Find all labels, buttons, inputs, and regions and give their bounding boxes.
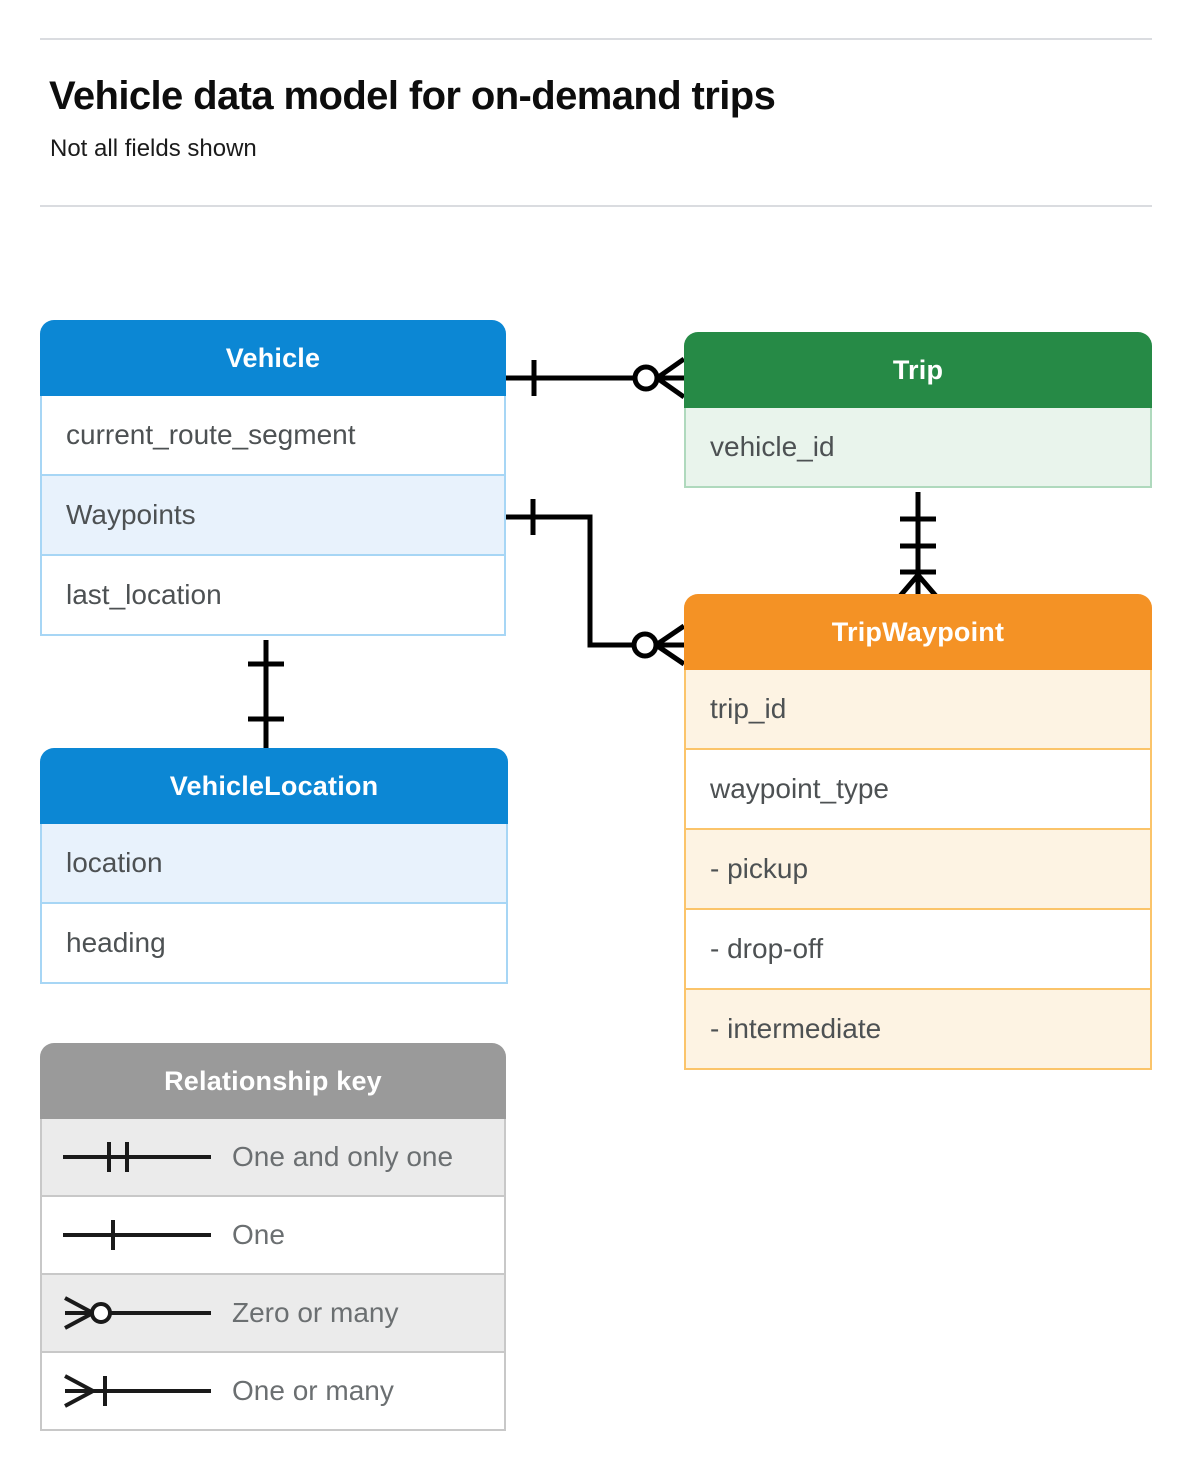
crow-vehicle-trip-up [655, 356, 686, 381]
entity-tripwaypoint-value-pickup[interactable]: - pickup [684, 830, 1152, 910]
line-waypoints-tripwaypoint [506, 514, 634, 648]
entity-vehiclelocation-title: VehicleLocation [40, 748, 508, 824]
crow-waypoints-down [654, 642, 686, 667]
entity-tripwaypoint-value-intermediate[interactable]: - intermediate [684, 990, 1152, 1070]
legend-item-one: One [40, 1197, 506, 1275]
legend-item-one-and-only-one: One and only one [40, 1119, 506, 1197]
legend-label-one: One [232, 1219, 285, 1250]
zero-or-many-icon [42, 1274, 232, 1352]
crow-vehicle-trip-down [655, 375, 686, 400]
legend-label-one-and-only-one: One and only one [232, 1141, 454, 1172]
relationship-key-legend: Relationship key One and only one [40, 1043, 506, 1431]
circle-vehicle-trip-zero [632, 364, 660, 392]
crow-tripwaypoint-right [916, 573, 938, 598]
entity-tripwaypoint-field-trip-id[interactable]: trip_id [684, 670, 1152, 750]
legend-item-one-or-many: One or many [40, 1353, 506, 1431]
one-or-many-icon [42, 1352, 232, 1430]
one-icon [42, 1196, 232, 1274]
legend-label-one-or-many: One or many [232, 1375, 394, 1406]
entity-tripwaypoint[interactable]: TripWaypoint trip_id waypoint_type - pic… [684, 594, 1152, 1070]
relationship-key-title: Relationship key [40, 1043, 506, 1119]
entity-vehicle-field-last-location[interactable]: last_location [40, 556, 506, 636]
entity-vehiclelocation[interactable]: VehicleLocation location heading [40, 748, 508, 984]
page-subtitle: Not all fields shown [50, 135, 257, 162]
legend-item-zero-or-many: Zero or many [40, 1275, 506, 1353]
header-divider-top [40, 38, 1152, 40]
entity-trip-title: Trip [684, 332, 1152, 408]
entity-vehicle-field-waypoints[interactable]: Waypoints [40, 476, 506, 556]
crow-tripwaypoint-left [898, 573, 920, 598]
entity-vehicle-title: Vehicle [40, 320, 506, 396]
entity-tripwaypoint-value-drop-off[interactable]: - drop-off [684, 910, 1152, 990]
entity-vehiclelocation-field-location[interactable]: location [40, 824, 508, 904]
entity-tripwaypoint-field-waypoint-type[interactable]: waypoint_type [684, 750, 1152, 830]
header-divider-bottom [40, 205, 1152, 207]
entity-vehicle-field-current-route-segment[interactable]: current_route_segment [40, 396, 506, 476]
one-and-only-one-icon [42, 1118, 232, 1196]
entity-tripwaypoint-title: TripWaypoint [684, 594, 1152, 670]
entity-vehiclelocation-field-heading[interactable]: heading [40, 904, 508, 984]
legend-label-zero-or-many: Zero or many [232, 1297, 399, 1328]
crow-waypoints-up [654, 623, 686, 648]
entity-vehicle[interactable]: Vehicle current_route_segment Waypoints … [40, 320, 506, 636]
entity-trip[interactable]: Trip vehicle_id [684, 332, 1152, 488]
entity-trip-field-vehicle-id[interactable]: vehicle_id [684, 408, 1152, 488]
page-title: Vehicle data model for on-demand trips [49, 74, 776, 118]
circle-waypoints-zero [631, 631, 659, 659]
